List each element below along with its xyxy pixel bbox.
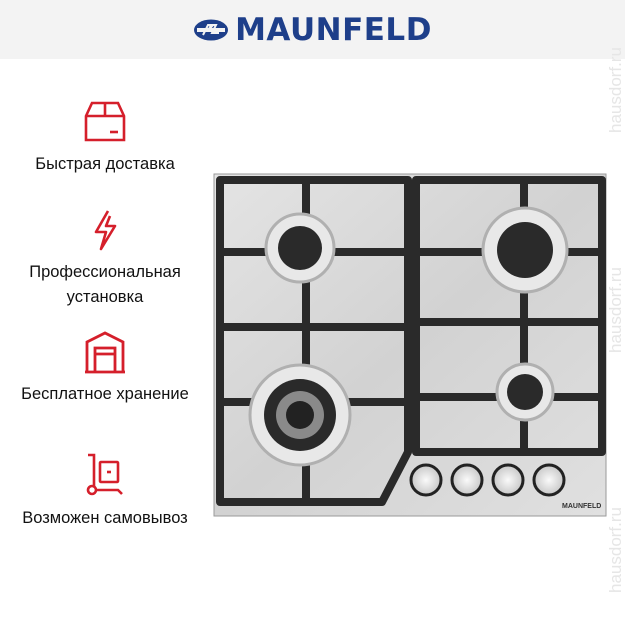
- header-bar: MAUNFELD: [0, 0, 625, 59]
- watermark-text: hausdorf.ru: [605, 507, 625, 593]
- lightning-icon: [94, 210, 117, 251]
- brand-name: MAUNFELD: [235, 11, 432, 48]
- feature-installation: Профессиональная установка: [0, 208, 210, 310]
- burner-front-right: [495, 362, 555, 422]
- box-icon: [84, 101, 126, 142]
- feature-label: Бесплатное хранение: [21, 385, 189, 403]
- knob-3: [491, 463, 525, 497]
- hand-truck-icon: [86, 453, 123, 496]
- warehouse-icon: [85, 331, 125, 374]
- feature-pickup: Возможен самовывоз: [0, 452, 210, 531]
- feature-fast-delivery: Быстрая доставка: [0, 98, 210, 177]
- gas-hob-image: MAUNFELD: [213, 173, 607, 517]
- knob-4: [532, 463, 566, 497]
- brand-logo: MAUNFELD: [193, 12, 432, 48]
- feature-label: Быстрая доставка: [35, 155, 175, 173]
- watermark: hausdorf.ru hausdorf.ru hausdorf.ru: [606, 0, 625, 625]
- burner-front-left: [248, 363, 352, 467]
- knob-1: [409, 463, 443, 497]
- control-knobs: [409, 463, 566, 497]
- feature-label: Профессиональная установка: [29, 263, 181, 306]
- feature-label: Возможен самовывоз: [22, 509, 188, 527]
- panel-logo: MAUNFELD: [562, 503, 601, 510]
- knob-2: [450, 463, 484, 497]
- feature-storage: Бесплатное хранение: [0, 330, 210, 407]
- watermark-text: hausdorf.ru: [605, 47, 625, 133]
- burner-rear-left: [264, 212, 336, 284]
- brand-emblem-icon: [194, 19, 229, 40]
- watermark-text: hausdorf.ru: [605, 267, 625, 353]
- burner-rear-right: [481, 206, 569, 294]
